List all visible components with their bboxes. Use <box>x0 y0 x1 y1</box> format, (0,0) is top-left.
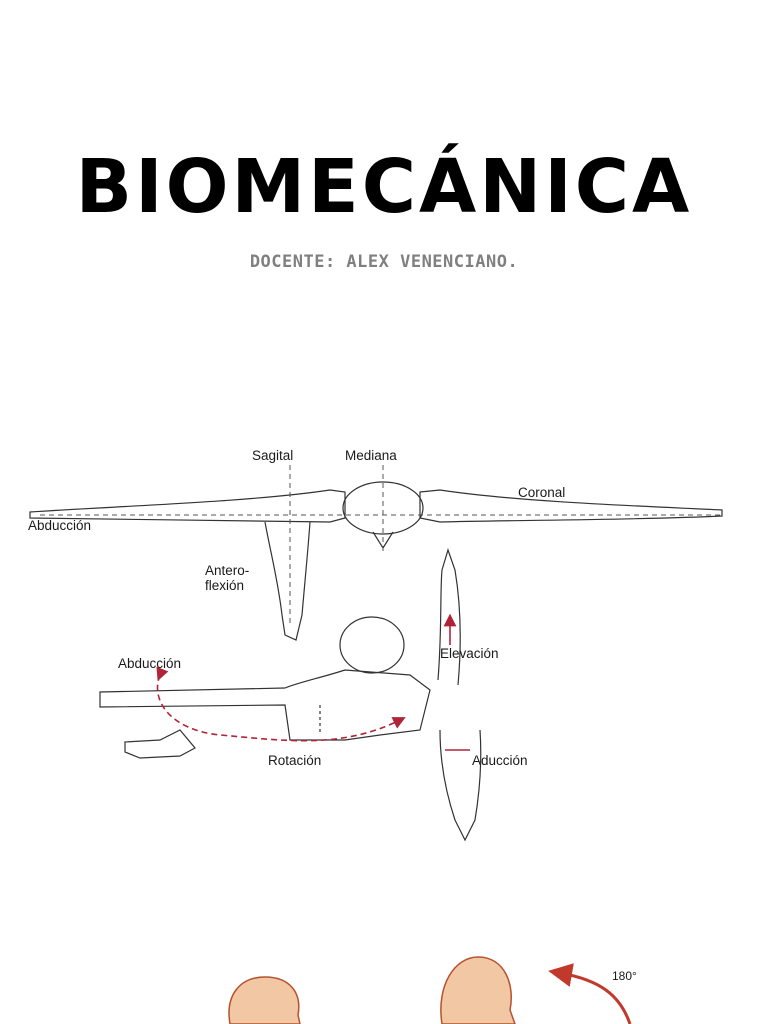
label-abduccion-mid: Abducción <box>118 656 181 671</box>
head-profile-1 <box>228 976 301 1024</box>
range-of-motion-figure: 180° <box>228 956 637 1024</box>
top-view-body <box>29 481 723 641</box>
teacher-subtitle: DOCENTE: ALEX VENENCIANO. <box>249 252 519 272</box>
label-abduccion-top: Abducción <box>28 518 91 533</box>
label-coronal: Coronal <box>518 485 565 500</box>
label-antero-1: Antero- <box>205 563 249 578</box>
label-mediana: Mediana <box>345 448 397 463</box>
label-elevacion: Elevación <box>440 646 499 661</box>
label-sagital: Sagital <box>252 448 293 463</box>
angle-label: 180° <box>612 969 637 983</box>
label-aduccion: Aducción <box>472 753 528 768</box>
movement-arrows <box>156 613 470 751</box>
page-title: BIOMECÁNICA <box>75 144 693 230</box>
shoulder-movement-figure: Sagital Mediana Coronal Abducción Antero… <box>28 448 723 842</box>
rotation-arrow <box>548 963 632 1024</box>
label-rotacion: Rotación <box>268 753 321 768</box>
plane-lines <box>40 465 720 625</box>
label-antero-2: flexión <box>205 578 244 593</box>
head-profile-2 <box>440 956 516 1024</box>
